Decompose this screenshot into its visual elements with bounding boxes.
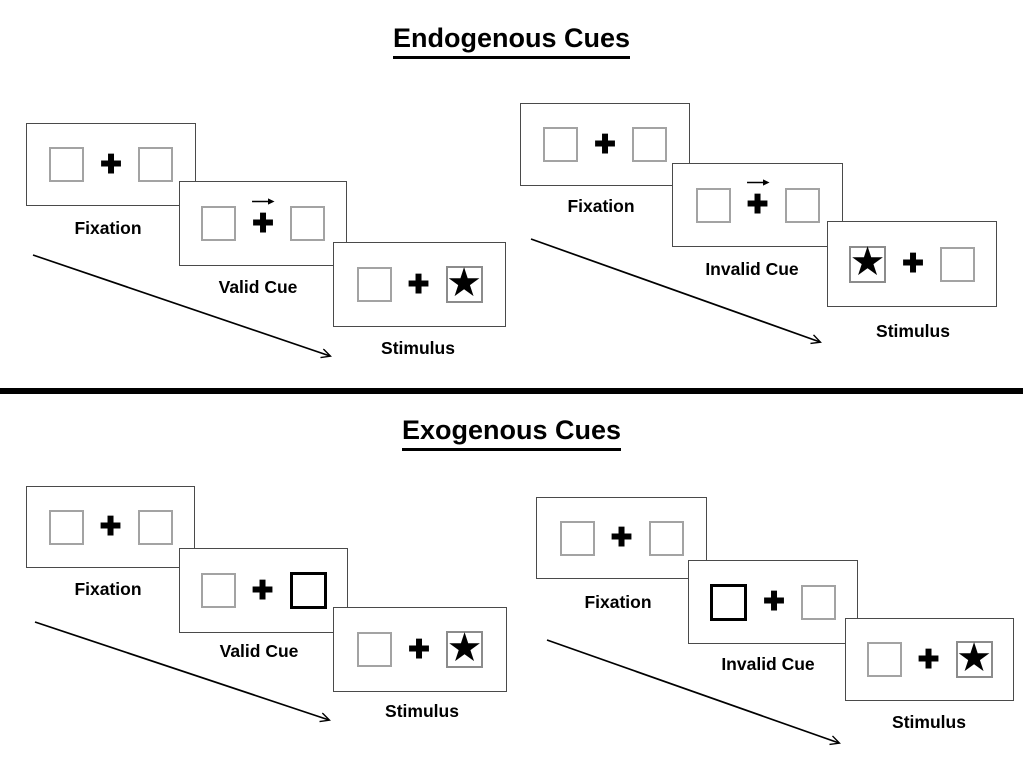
fixation-cross-wrap: ✚ <box>407 636 431 664</box>
panel-label-fixation: Fixation <box>567 196 635 216</box>
right-placeholder-box <box>138 147 173 182</box>
invalid-cue-panel: ✚ <box>672 163 843 247</box>
left-cue-highlight-box <box>710 583 747 621</box>
fixation-cross-icon: ✚ <box>746 189 769 219</box>
star-icon: ★ <box>446 260 482 305</box>
right-arrow-icon <box>252 197 275 205</box>
star-icon: ★ <box>956 635 992 680</box>
time-arrow-endogenous-invalid <box>530 238 820 342</box>
left-placeholder-box <box>200 573 236 608</box>
stimulus-panel: ✚ ★ <box>845 618 1014 701</box>
fixation-cross-wrap: ✚ <box>99 151 123 179</box>
fixation-panel: ✚ <box>26 486 195 568</box>
panel-label-fixation: Fixation <box>74 579 142 599</box>
fixation-cross-icon: ✚ <box>610 522 633 552</box>
panel-label-fixation: Fixation <box>74 218 142 238</box>
fixation-cross-wrap: ✚ <box>251 577 275 605</box>
fixation-cross-wrap: ✚ <box>746 179 770 219</box>
right-placeholder-box <box>137 509 173 545</box>
section-divider <box>0 388 1023 394</box>
left-placeholder-box <box>695 187 731 223</box>
left-placeholder-box <box>866 642 902 677</box>
fixation-cross-wrap: ✚ <box>593 131 617 159</box>
panel-label-invalid-cue: Invalid Cue <box>721 654 815 674</box>
right-placeholder-box <box>784 187 820 223</box>
right-placeholder-box <box>290 206 325 241</box>
fixation-cross-wrap: ✚ <box>917 646 941 674</box>
star-icon: ★ <box>446 625 483 670</box>
fixation-cross-icon: ✚ <box>902 248 924 278</box>
star-icon: ★ <box>849 240 886 284</box>
fixation-cross-wrap: ✚ <box>407 271 431 299</box>
fixation-cross-wrap: ✚ <box>762 588 786 616</box>
left-placeholder-box <box>559 520 595 556</box>
fixation-cross-wrap: ✚ <box>99 513 123 541</box>
invalid-cue-panel: ✚ <box>688 560 858 644</box>
fixation-cross-icon: ✚ <box>763 586 785 616</box>
exogenous-title-row: Exogenous Cues <box>0 415 1023 451</box>
right-target-box: ★ <box>446 625 483 670</box>
fixation-panel: ✚ <box>26 123 196 206</box>
left-placeholder-box <box>543 127 578 162</box>
panel-label-stimulus: Stimulus <box>381 338 455 358</box>
fixation-cross-icon: ✚ <box>251 574 274 605</box>
left-placeholder-box <box>48 509 84 545</box>
fixation-cross-icon: ✚ <box>100 148 122 179</box>
fixation-cross-icon: ✚ <box>408 633 430 664</box>
panel-label-invalid-cue: Invalid Cue <box>705 259 799 279</box>
right-target-box: ★ <box>445 260 483 305</box>
stimulus-panel: ✚ ★ <box>333 607 507 692</box>
time-arrow-endogenous-valid <box>32 254 330 356</box>
left-placeholder-box <box>356 267 392 302</box>
left-placeholder-box <box>49 147 84 182</box>
panel-label-valid-cue: Valid Cue <box>218 277 298 297</box>
panel-label-fixation: Fixation <box>584 592 652 612</box>
stimulus-panel: ★ ✚ <box>827 221 997 307</box>
fixation-panel: ✚ <box>536 497 707 579</box>
fixation-cross-wrap: ✚ <box>251 197 275 238</box>
right-placeholder-box <box>648 520 684 556</box>
fixation-cross-icon: ✚ <box>99 511 122 541</box>
valid-cue-panel: ✚ <box>179 181 347 266</box>
panel-label-stimulus: Stimulus <box>892 712 966 732</box>
right-cue-highlight-box <box>289 572 327 609</box>
exogenous-section-title: Exogenous Cues <box>401 415 622 451</box>
time-arrow-exogenous-valid <box>34 621 329 720</box>
stimulus-panel: ✚ ★ <box>333 242 506 327</box>
endogenous-section-title: Endogenous Cues <box>392 23 630 59</box>
right-arrow-icon <box>746 179 770 186</box>
right-target-box: ★ <box>955 635 993 680</box>
fixation-cross-wrap: ✚ <box>610 524 634 552</box>
fixation-cross-icon: ✚ <box>407 268 430 299</box>
fixation-cross-wrap: ✚ <box>901 250 925 278</box>
fixation-cross-icon: ✚ <box>252 207 274 238</box>
right-placeholder-box <box>632 127 667 162</box>
panel-label-valid-cue: Valid Cue <box>219 641 299 661</box>
left-placeholder-box <box>201 206 236 241</box>
panel-label-stimulus: Stimulus <box>876 321 950 341</box>
left-placeholder-box <box>357 632 392 667</box>
left-target-box: ★ <box>849 242 886 283</box>
panel-label-stimulus: Stimulus <box>385 701 459 721</box>
right-placeholder-box <box>801 584 836 620</box>
fixation-cross-icon: ✚ <box>594 128 616 159</box>
valid-cue-panel: ✚ <box>179 548 348 633</box>
fixation-panel: ✚ <box>520 103 690 186</box>
right-placeholder-box <box>940 246 975 282</box>
fixation-cross-icon: ✚ <box>917 643 940 674</box>
endogenous-title-row: Endogenous Cues <box>0 23 1023 59</box>
